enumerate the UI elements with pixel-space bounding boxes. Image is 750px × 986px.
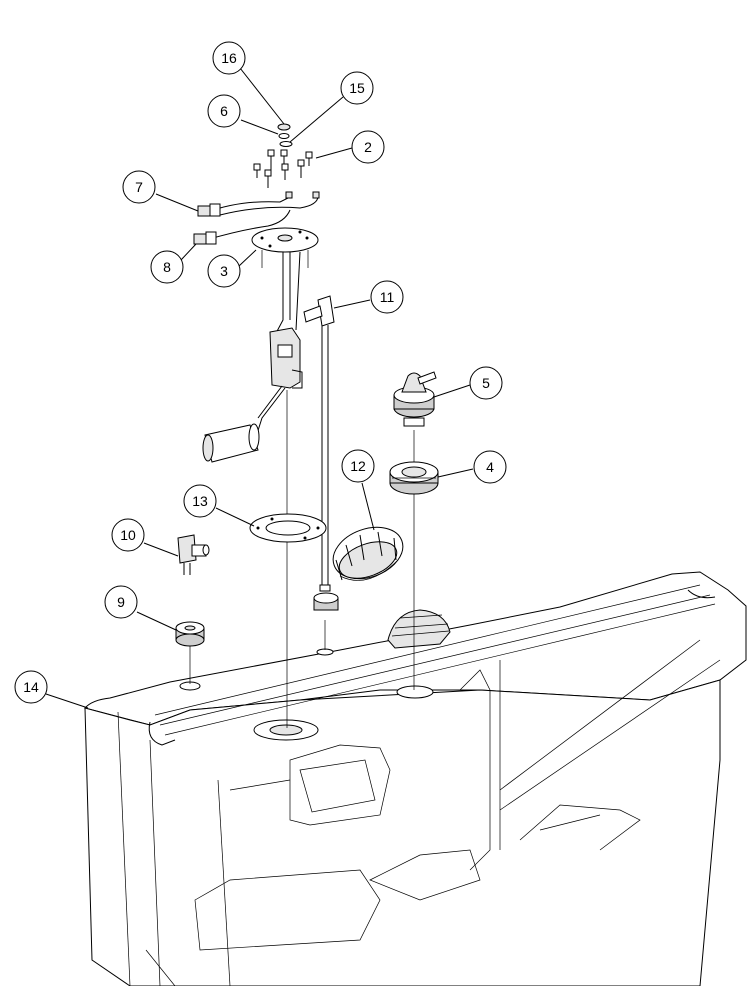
screws [253, 149, 313, 188]
callout-label: 10 [120, 527, 136, 543]
fuel-sender-unit [202, 227, 319, 463]
callout-label: 4 [486, 459, 494, 475]
pickup-grommet [313, 592, 339, 611]
fuel-tank [84, 571, 747, 986]
filler-valve-cap [393, 371, 437, 427]
callout-13: 13 [183, 484, 217, 518]
callout-label: 8 [163, 259, 171, 275]
vent-valve [177, 534, 210, 575]
callout-12: 12 [341, 449, 375, 483]
callout-label: 16 [221, 50, 237, 66]
callout-10: 10 [111, 518, 145, 552]
sender-gasket [249, 513, 327, 543]
callout-9: 9 [104, 585, 138, 619]
callout-label: 12 [350, 458, 366, 474]
callout-label: 13 [192, 493, 208, 509]
callout-label: 2 [364, 139, 372, 155]
leader-lines [45, 67, 474, 709]
callout-6: 6 [207, 94, 241, 128]
vent-grommet [175, 621, 205, 647]
pickup-tube [303, 295, 335, 592]
callout-15: 15 [340, 71, 374, 105]
callout-label: 15 [349, 80, 365, 96]
callout-2: 2 [351, 130, 385, 164]
callout-7: 7 [122, 170, 156, 204]
callout-4: 4 [473, 450, 507, 484]
callout-label: 14 [23, 679, 39, 695]
callout-8: 8 [150, 250, 184, 284]
callout-label: 5 [482, 375, 490, 391]
callout-label: 11 [380, 289, 395, 305]
callout-label: 3 [220, 263, 228, 279]
callout-label: 7 [135, 179, 143, 195]
callout-label: 9 [117, 594, 125, 610]
callout-3: 3 [207, 254, 241, 288]
nut-and-washers [277, 123, 293, 147]
callout-label: 6 [220, 103, 228, 119]
callout-16: 16 [212, 41, 246, 75]
callout-14: 14 [14, 670, 48, 704]
callout-11: 11 [370, 280, 404, 314]
filler-gasket [389, 461, 439, 495]
retaining-ring [332, 526, 404, 581]
callout-5: 5 [469, 366, 503, 400]
